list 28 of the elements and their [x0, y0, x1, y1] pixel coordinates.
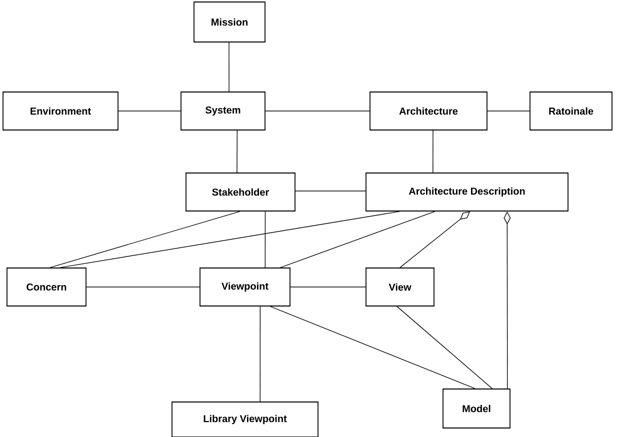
- connector-line: [295, 190, 366, 192]
- connector-line: [118, 110, 181, 112]
- connector-line: [270, 306, 476, 389]
- class-box: View: [366, 268, 434, 306]
- class-box: Stakeholder: [186, 172, 296, 212]
- connector-line: [265, 110, 370, 112]
- connector-line: [50, 211, 240, 268]
- connector-line: [228, 42, 230, 92]
- connector-line: [432, 130, 434, 173]
- class-box: Ratoinale: [530, 92, 612, 130]
- connector-line: [260, 306, 261, 402]
- class-box: Model: [442, 388, 510, 428]
- connector-line: [60, 211, 400, 268]
- connector-line: [290, 286, 366, 288]
- connector-line: [264, 211, 266, 268]
- class-box: Architecture: [370, 92, 488, 130]
- class-box: Concern: [6, 268, 86, 306]
- class-box: Mission: [194, 2, 266, 42]
- connector-line: [280, 211, 436, 268]
- connector-line: [487, 110, 530, 112]
- connector-line: [86, 286, 200, 288]
- class-box: Architecture Description: [366, 172, 568, 212]
- class-box: Library Viewpoint: [172, 402, 318, 437]
- connector-line: [396, 306, 493, 389]
- class-box: System: [180, 92, 266, 130]
- class-box: Environment: [2, 92, 118, 130]
- class-box: Viewpoint: [200, 268, 290, 306]
- connector-line: [236, 130, 238, 173]
